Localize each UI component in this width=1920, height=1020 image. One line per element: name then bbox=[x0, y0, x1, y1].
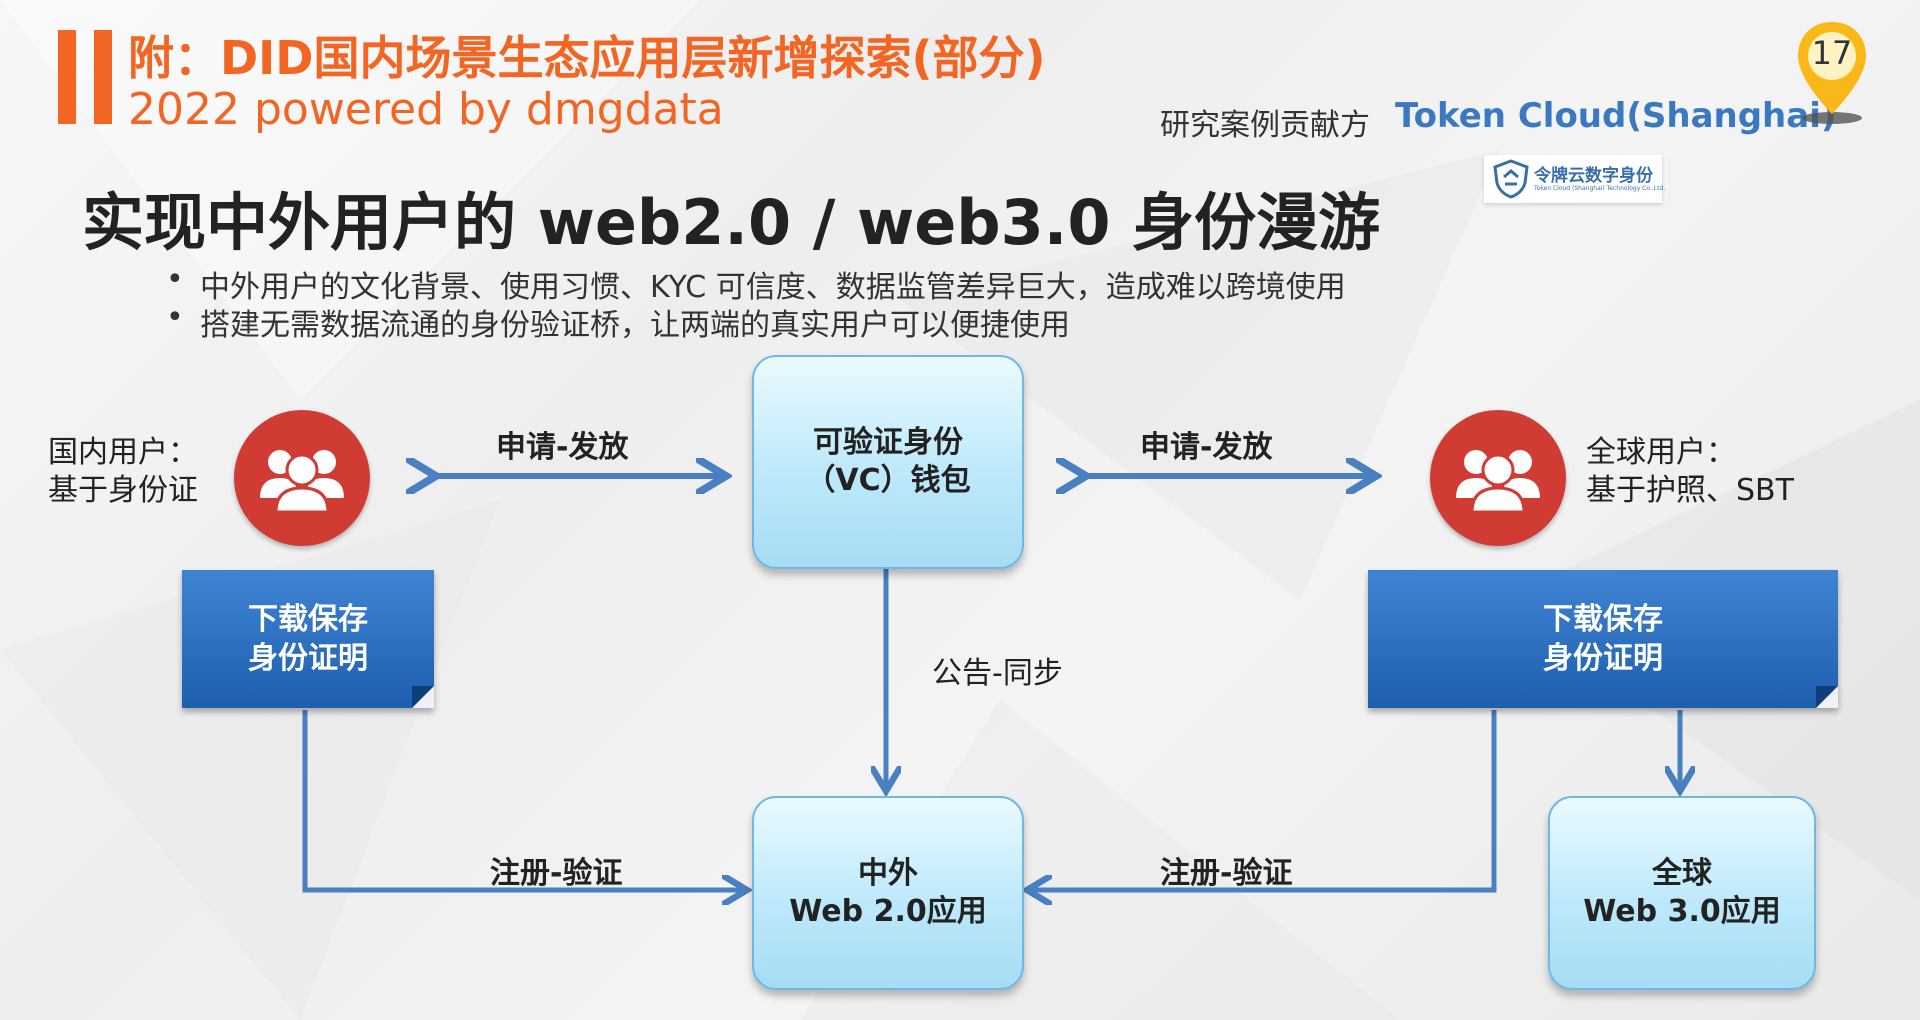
node-label: 中外 bbox=[858, 856, 918, 891]
web3-app-node: 全球 Web 3.0应用 bbox=[1548, 796, 1816, 990]
edge-label-apply-issue: 申请-发放 bbox=[1140, 430, 1273, 465]
page-fold bbox=[412, 686, 434, 708]
node-label: 全球 bbox=[1652, 856, 1712, 891]
doc-label: 下载保存 bbox=[248, 602, 368, 637]
company-logo: 令牌云数字身份 Token Cloud (Shanghai) Technolog… bbox=[1484, 155, 1666, 203]
edge-label-apply-issue: 申请-发放 bbox=[496, 430, 629, 465]
page-number: 17 bbox=[1811, 34, 1853, 72]
node-label: （VC）钱包 bbox=[805, 463, 971, 498]
users-group-icon bbox=[260, 450, 344, 514]
doc-label: 身份证明 bbox=[1543, 641, 1663, 676]
domestic-user-label: 国内用户： 基于身份证 bbox=[48, 434, 198, 510]
doc-label: 下载保存 bbox=[1543, 602, 1663, 637]
save-credential-left: 下载保存 身份证明 bbox=[182, 570, 434, 708]
shield-icon bbox=[1493, 159, 1529, 199]
save-credential-right: 下载保存 身份证明 bbox=[1368, 570, 1838, 708]
page-subtitle: 2022 powered by dmgdata bbox=[128, 84, 724, 135]
label-line: 基于身份证 bbox=[48, 473, 198, 508]
vc-wallet-node: 可验证身份 （VC）钱包 bbox=[752, 355, 1024, 569]
web2-app-node: 中外 Web 2.0应用 bbox=[752, 796, 1024, 990]
global-user-label: 全球用户： 基于护照、SBT bbox=[1586, 434, 1794, 510]
node-label: 可验证身份 bbox=[812, 425, 963, 460]
users-group-icon bbox=[1456, 450, 1540, 514]
page-fold bbox=[1816, 686, 1838, 708]
page-title: 附：DID国内场景生态应用层新增探索(部分) bbox=[128, 31, 1046, 85]
global-users-icon bbox=[1430, 410, 1566, 546]
arrow-left-register bbox=[302, 710, 742, 890]
slide-heading: 实现中外用户的 web2.0 / web3.0 身份漫游 bbox=[82, 186, 1381, 259]
bullet-item: 搭建无需数据流通的身份验证桥，让两端的真实用户可以便捷使用 bbox=[166, 300, 1070, 344]
contributor-name: Token Cloud(Shanghai) bbox=[1395, 96, 1837, 136]
accent-bar bbox=[94, 30, 112, 124]
node-label: Web 2.0应用 bbox=[789, 894, 987, 929]
logo-text: 令牌云数字身份 bbox=[1534, 166, 1653, 186]
map-pin-icon bbox=[1798, 22, 1866, 124]
logo-small-text: Token Cloud (Shanghai) Technology Co.,Lt… bbox=[1534, 185, 1666, 192]
node-label: Web 3.0应用 bbox=[1583, 894, 1781, 929]
domestic-users-icon bbox=[234, 410, 370, 546]
accent-bar bbox=[58, 30, 76, 124]
label-line: 国内用户： bbox=[48, 435, 198, 470]
label-line: 全球用户： bbox=[1586, 435, 1736, 470]
edge-label-register-verify: 注册-验证 bbox=[1160, 856, 1293, 891]
arrow-right-register bbox=[1032, 710, 1497, 890]
contributor-label: 研究案例贡献方 bbox=[1160, 108, 1370, 143]
edge-label-register-verify: 注册-验证 bbox=[490, 856, 623, 891]
label-line: 基于护照、SBT bbox=[1586, 473, 1794, 508]
edge-label-announce-sync: 公告-同步 bbox=[932, 656, 1063, 691]
doc-label: 身份证明 bbox=[248, 641, 368, 676]
